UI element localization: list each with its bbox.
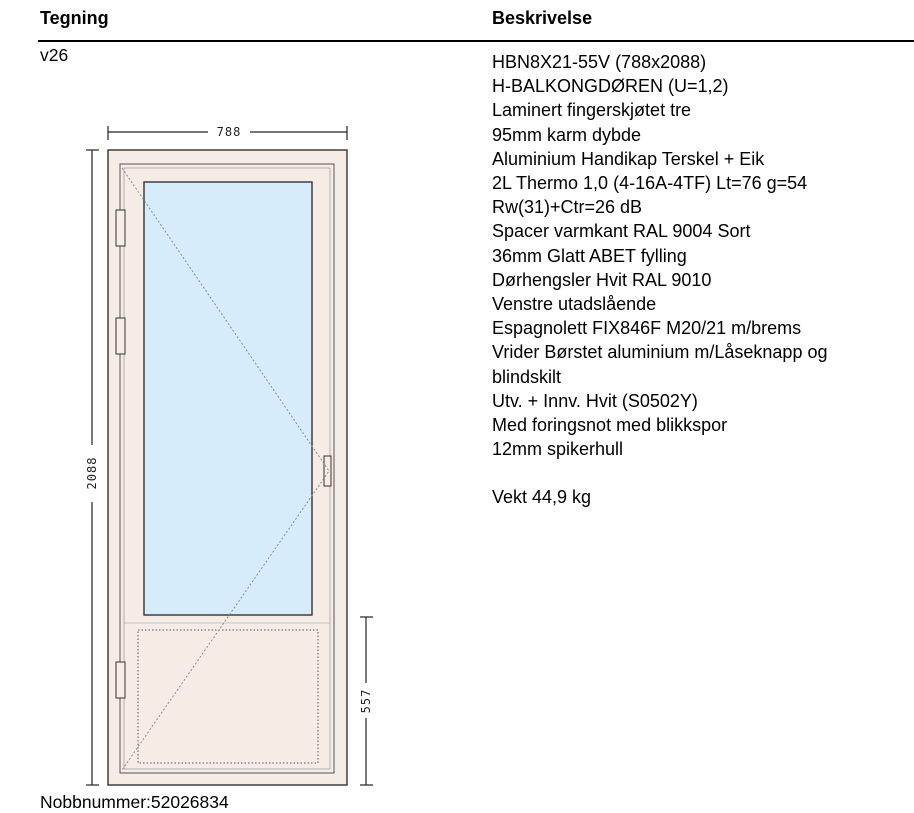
door-handle: [323, 455, 332, 487]
door-panel: [137, 629, 319, 764]
description-line: 12mm spikerhull: [492, 439, 624, 460]
description-list: HBN8X21-55V (788x2088) H-BALKONGDØREN (U=…: [492, 50, 912, 510]
description-line: Med foringsnot med blikkspor: [492, 415, 728, 436]
description-line: 2L Thermo 1,0 (4-16A-4TF) Lt=76 g=54: [492, 173, 808, 194]
height-dimension-label: 2088: [85, 457, 99, 490]
description-spacer: [492, 461, 912, 485]
drawing-column-header: Tegning: [40, 8, 109, 28]
weight-value: Vekt 44,9 kg: [492, 487, 592, 508]
width-dimension: 788: [107, 125, 348, 140]
description-line: Aluminium Handikap Terskel + Eik: [492, 148, 765, 169]
glass-pane: [143, 181, 313, 616]
description-line: Vrider Børstet aluminium m/Låseknapp og: [492, 342, 828, 363]
hinge-middle: [115, 317, 126, 355]
panel-dimension: 557: [359, 616, 373, 786]
description-line: blindskilt: [492, 366, 562, 387]
panel-dimension-label: 557: [359, 689, 373, 714]
version-label: v26: [40, 45, 69, 65]
job-number: Nobbnummer:52026834: [40, 792, 229, 812]
description-line: H-BALKONGDØREN (U=1,2): [492, 76, 729, 97]
description-line: Utv. + Innv. Hvit (S0502Y): [492, 390, 698, 411]
description-line: Rw(31)+Ctr=26 dB: [492, 197, 643, 218]
opening-indicator: [121, 167, 330, 771]
description-line: 95mm karm dybde: [492, 124, 642, 145]
description-line: HBN8X21-55V (788x2088): [492, 52, 707, 72]
hinge-bottom: [115, 661, 126, 699]
description-column-header: Beskrivelse: [492, 8, 593, 28]
description-line: Venstre utadslående: [492, 294, 657, 315]
description-line: Dørhengsler Hvit RAL 9010: [492, 269, 712, 290]
description-line: Espagnolett FIX846F M20/21 m/brems: [492, 318, 802, 339]
height-dimension: 2088: [85, 149, 99, 786]
hinge-top: [115, 209, 126, 247]
width-dimension-label: 788: [217, 125, 242, 139]
header-divider: [38, 40, 914, 42]
description-line: Spacer varmkant RAL 9004 Sort: [492, 221, 751, 242]
description-line: 36mm Glatt ABET fylling: [492, 245, 687, 266]
description-line: Laminert fingerskjøtet tre: [492, 100, 692, 121]
